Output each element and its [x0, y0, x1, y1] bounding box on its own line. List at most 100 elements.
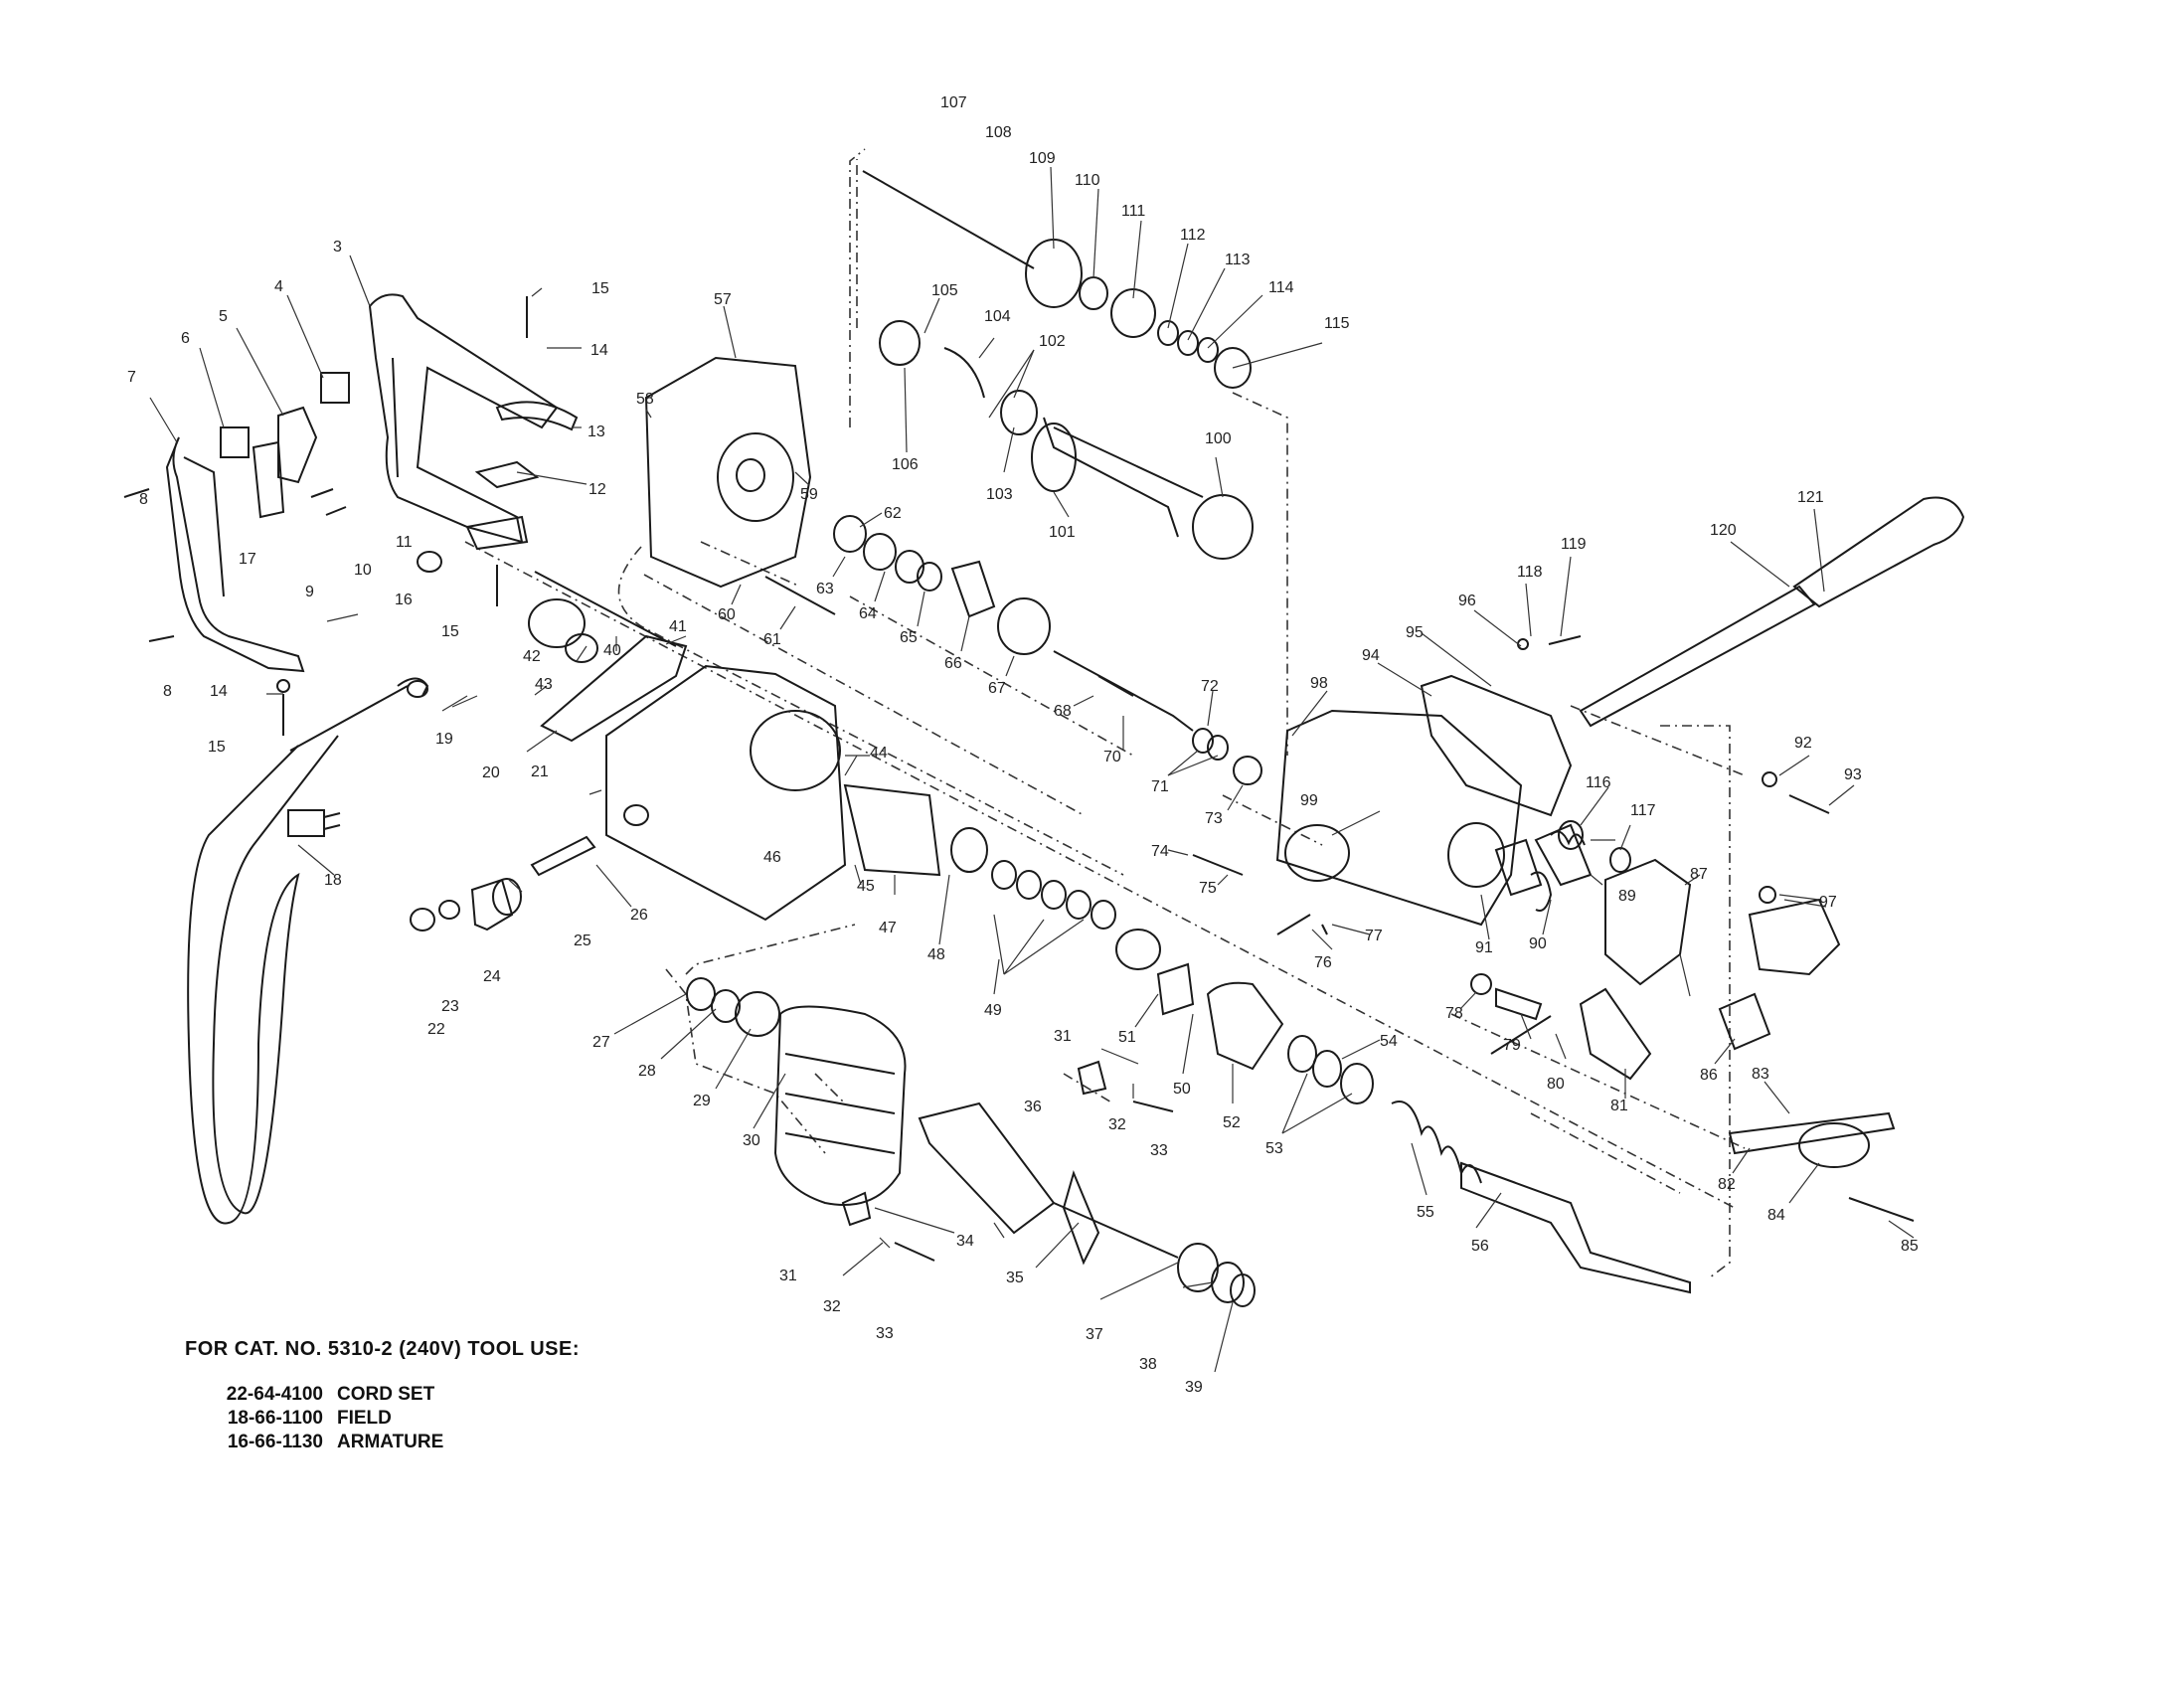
part-label: 62: [884, 505, 902, 522]
part-label: 18: [324, 872, 342, 889]
note-part-number: 22-64-4100: [226, 1384, 323, 1405]
part-label: 107: [940, 94, 967, 111]
part-label: 4: [274, 278, 283, 295]
part-label: 118: [1517, 564, 1543, 581]
part-label: 103: [986, 486, 1013, 503]
part-label: 65: [900, 629, 918, 646]
part-label: 10: [354, 562, 372, 579]
part-label: 119: [1561, 536, 1587, 553]
part-label: 110: [1075, 172, 1100, 189]
part-label: 86: [1700, 1067, 1718, 1084]
side-handle: [1579, 585, 1816, 728]
part-label: 16: [395, 592, 413, 608]
part-label: 15: [208, 739, 226, 756]
part-label: 89: [1618, 888, 1636, 905]
part-label: 28: [638, 1063, 656, 1080]
part-label: 19: [435, 731, 453, 748]
part-label: 26: [630, 907, 648, 924]
part-label: 111: [1121, 203, 1145, 220]
part-label: 39: [1185, 1379, 1203, 1396]
part-label: 14: [590, 342, 608, 359]
part-label: 64: [859, 605, 877, 622]
part-label: 91: [1475, 939, 1493, 956]
gear-case: [644, 356, 812, 589]
part-label: 121: [1797, 489, 1824, 506]
part-label: 54: [1380, 1033, 1398, 1050]
note-row: 22-64-4100 CORD SET: [185, 1383, 580, 1407]
part-label: 105: [931, 282, 958, 299]
part-label: 67: [988, 680, 1006, 697]
part-label: 59: [800, 486, 818, 503]
part-label: 104: [984, 308, 1011, 325]
motor-housing: [605, 664, 847, 922]
part-label: 76: [1314, 954, 1332, 971]
part-label: 94: [1362, 647, 1380, 664]
part-label: 24: [483, 968, 501, 985]
part-label: 23: [441, 998, 459, 1015]
part-label: 85: [1901, 1238, 1919, 1255]
part-label: 96: [1458, 593, 1476, 609]
part-label: 52: [1223, 1114, 1241, 1131]
part-label: 72: [1201, 678, 1219, 695]
switch-housing: [368, 293, 559, 544]
part-label: 42: [523, 648, 541, 665]
part-label: 108: [985, 124, 1012, 141]
part-label: 80: [1547, 1076, 1565, 1093]
part-label: 115: [1324, 315, 1350, 332]
part-label: 8: [163, 683, 172, 700]
part-label: 95: [1406, 624, 1424, 641]
note-description: CORD SET: [337, 1384, 435, 1405]
gear-case-cover: [1275, 709, 1523, 927]
note-part-number: 18-66-1100: [227, 1408, 323, 1429]
part-label: 74: [1151, 843, 1169, 860]
part-label: 73: [1205, 810, 1223, 827]
part-label: 36: [1024, 1099, 1042, 1115]
part-label: 97: [1819, 894, 1837, 911]
part-label: 79: [1503, 1037, 1521, 1054]
assembly-lines: [464, 148, 1746, 1278]
part-label: 120: [1710, 522, 1737, 539]
note-part-number: 16-66-1130: [227, 1432, 323, 1452]
replacement-parts-note: FOR CAT. NO. 5310-2 (240V) TOOL USE: 22-…: [185, 1338, 580, 1454]
part-label: 50: [1173, 1081, 1191, 1098]
part-label: 87: [1690, 866, 1708, 883]
part-label: 75: [1199, 880, 1217, 897]
part-label: 112: [1180, 227, 1206, 244]
part-label: 81: [1610, 1098, 1628, 1114]
part-label: 3: [333, 239, 342, 255]
part-label: 44: [870, 745, 888, 762]
part-label: 60: [718, 606, 736, 623]
part-label: 5: [219, 308, 228, 325]
part-label: 57: [714, 291, 732, 308]
part-label: 32: [1108, 1116, 1126, 1133]
part-label: 38: [1139, 1356, 1157, 1373]
part-label: 77: [1365, 928, 1383, 944]
part-label: 40: [603, 642, 621, 659]
part-label: 32: [823, 1298, 841, 1315]
part-label: 61: [763, 631, 781, 648]
part-label: 71: [1151, 778, 1169, 795]
part-label: 78: [1445, 1005, 1463, 1022]
part-label: 9: [305, 584, 314, 600]
part-label: 92: [1794, 735, 1812, 752]
part-label: 20: [482, 764, 500, 781]
leader-lines: [149, 166, 1915, 1373]
part-label: 27: [592, 1034, 610, 1051]
part-label: 33: [1150, 1142, 1168, 1159]
part-label: 12: [588, 481, 606, 498]
part-label: 17: [239, 551, 256, 568]
field-coil: [773, 1005, 907, 1206]
part-labels: 3 4 5 6 7 8 8 9 10 11 12 13 14 14 15 15 …: [127, 94, 1919, 1396]
part-label: 114: [1268, 279, 1294, 296]
part-label: 11: [396, 534, 413, 551]
part-label: 6: [181, 330, 190, 347]
part-label: 101: [1049, 524, 1076, 541]
part-label: 90: [1529, 935, 1547, 952]
part-label: 93: [1844, 766, 1862, 783]
part-label: 7: [127, 369, 136, 386]
part-label: 51: [1118, 1029, 1136, 1046]
part-label: 70: [1103, 749, 1121, 765]
part-label: 25: [574, 933, 591, 949]
part-label: 33: [876, 1325, 894, 1342]
part-label: 15: [591, 280, 609, 297]
